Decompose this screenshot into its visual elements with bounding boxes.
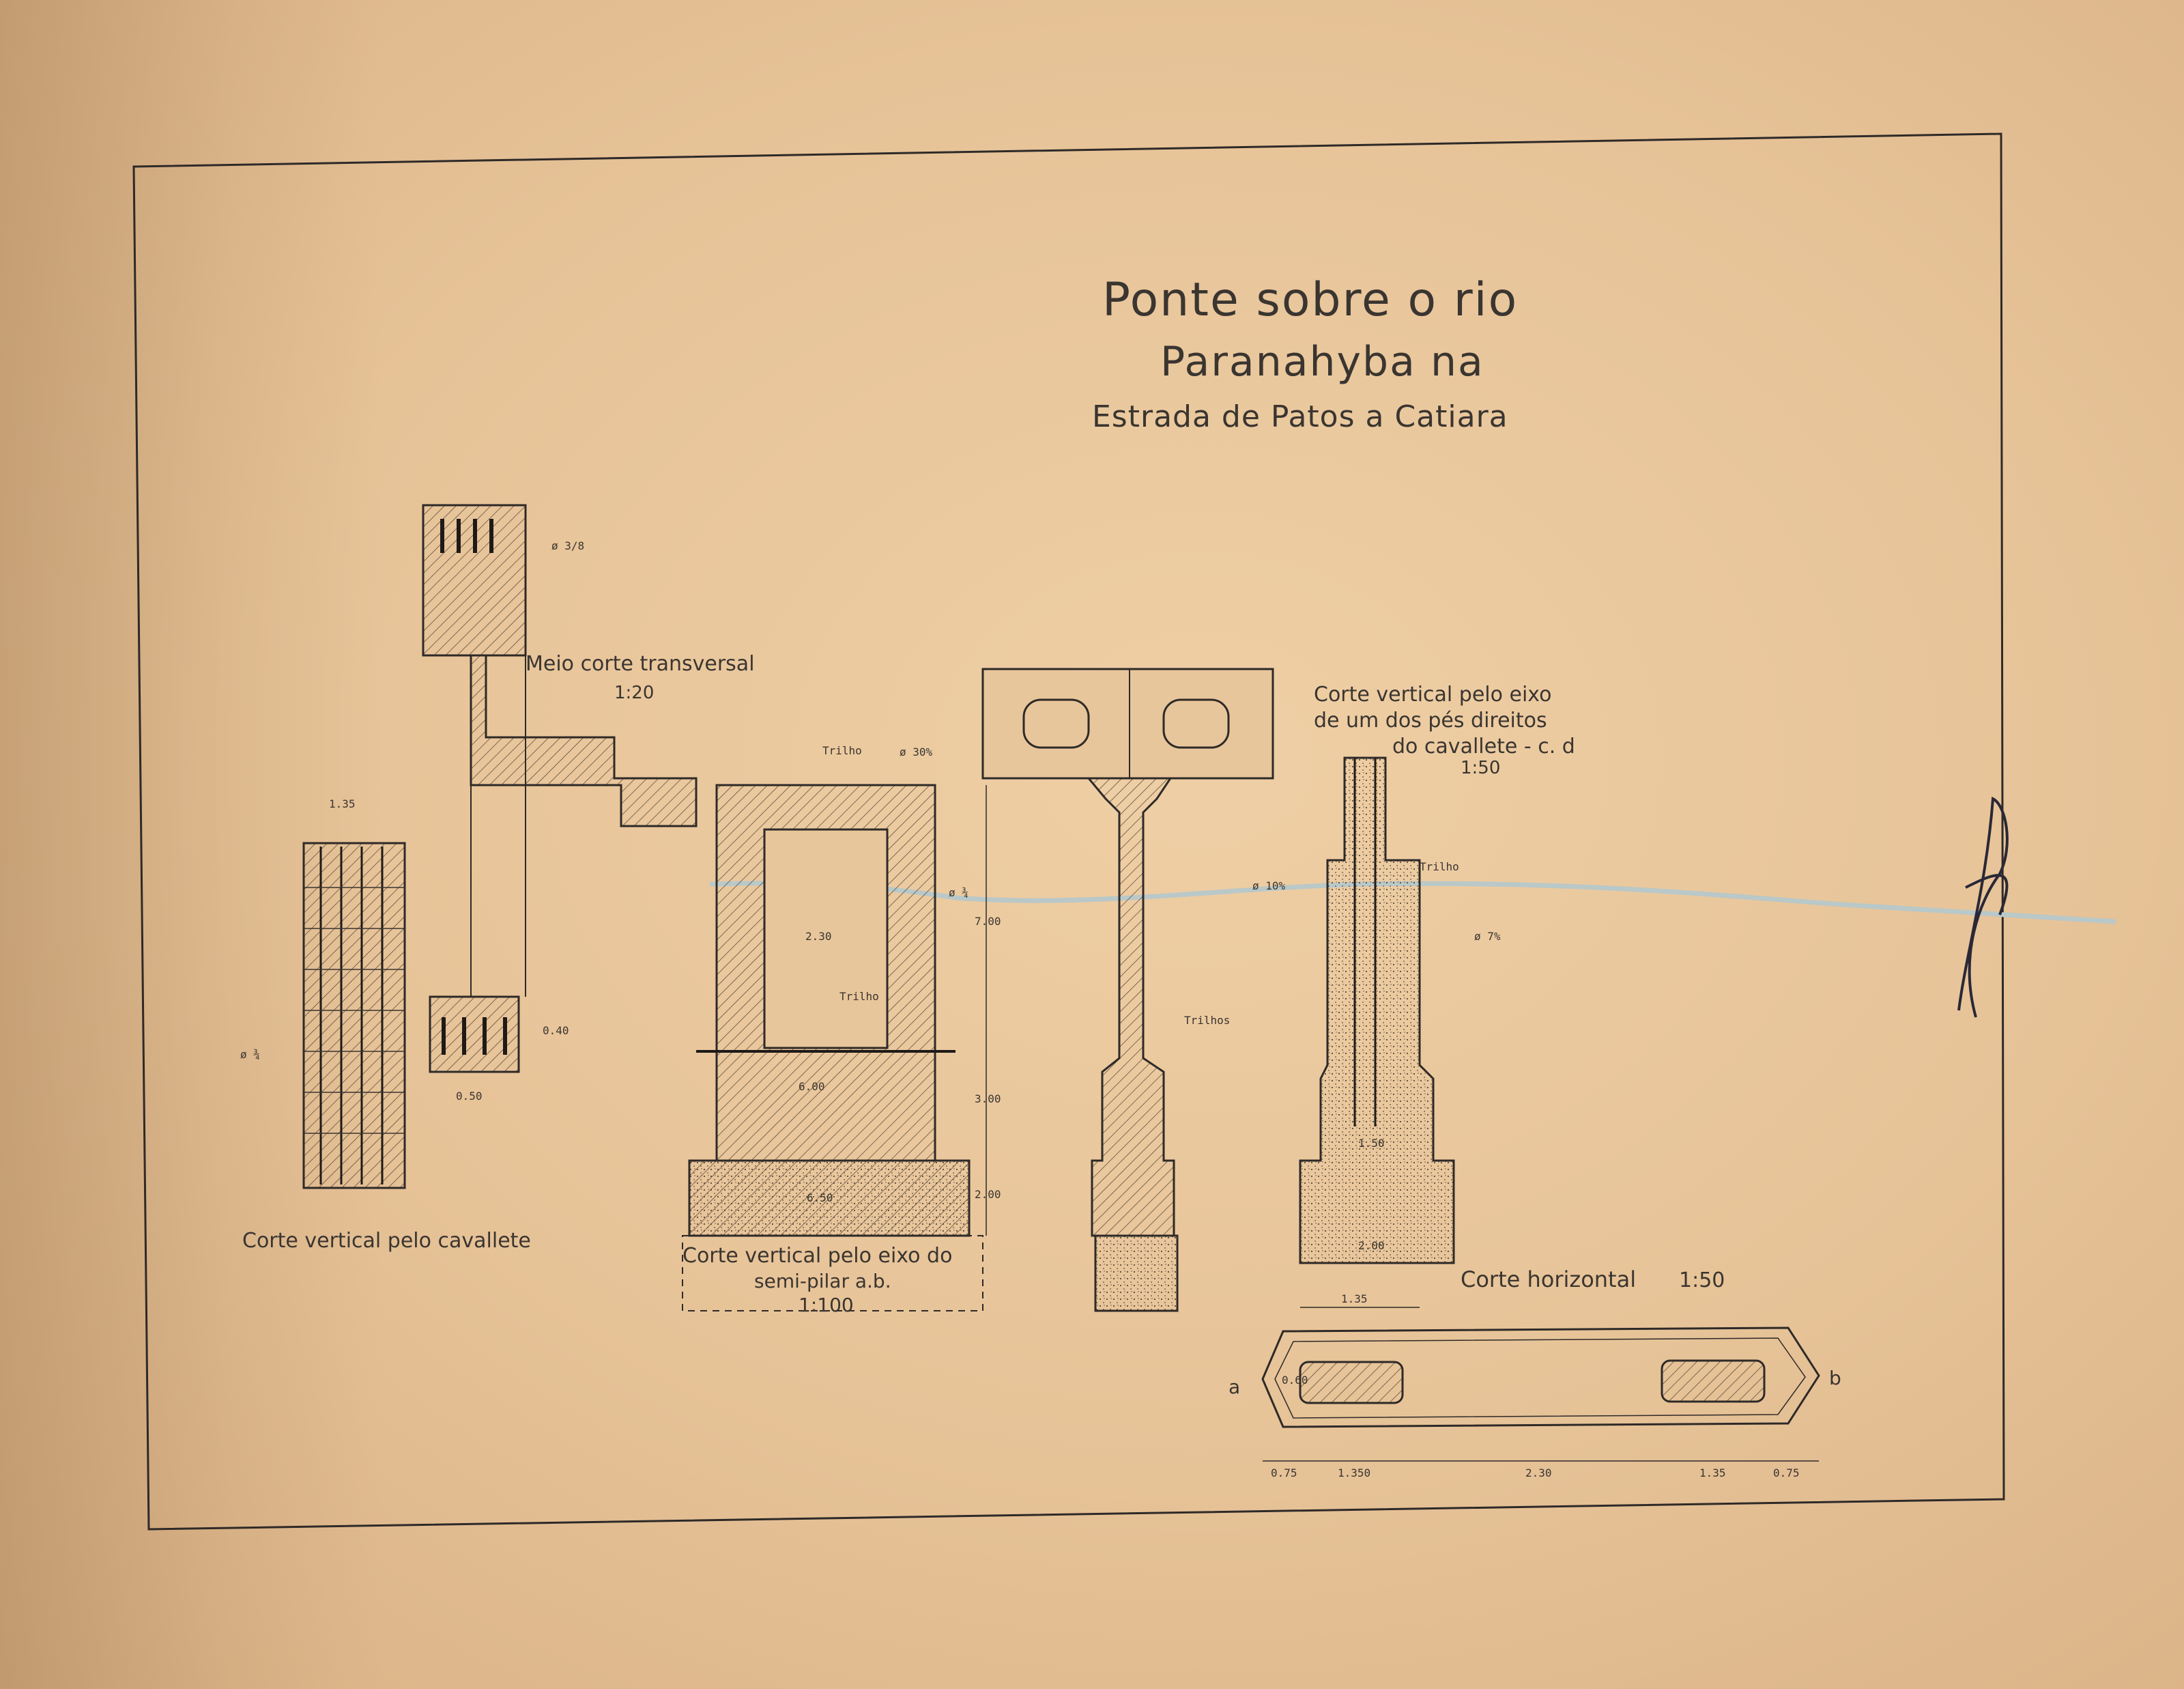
pes-direitos-label: Corte vertical pelo eixo (1314, 683, 1552, 707)
rebar-phi-7: ø 7% (1474, 930, 1501, 943)
dim-horiz-top-135: 1.35 (1341, 1292, 1368, 1305)
corte-horizontal-drawing (1261, 1307, 1820, 1462)
dim-pes-width-200: 2.00 (1358, 1239, 1385, 1252)
title-line-2: Paranahyba na (1160, 338, 1484, 386)
meio-corte-label: Meio corte transversal (526, 652, 755, 676)
pes-direitos-label-3: do cavallete - c. d (1392, 735, 1575, 758)
point-b: b (1829, 1367, 1841, 1389)
dim-semi-foot-width: 6.50 (807, 1191, 833, 1204)
dim-semi-height-700: 7.00 (975, 915, 1001, 928)
border-frame (132, 132, 2005, 1531)
dim-horiz-060: 0.60 (1282, 1374, 1308, 1387)
corte-horizontal-scale: 1:50 (1679, 1268, 1725, 1292)
dim-horiz-1350: 1.350 (1338, 1466, 1371, 1479)
signature (1957, 796, 2009, 1018)
rebar-trilho-mid: Trilho (839, 990, 879, 1003)
point-a: a (1228, 1376, 1241, 1398)
meio-corte-drawing (422, 504, 698, 1073)
semi-pilar-scale: 1:100 (799, 1294, 854, 1316)
dim-meio-height: 0.40 (543, 1024, 569, 1037)
dim-semi-height-200: 2.00 (975, 1188, 1001, 1201)
rebar-trilho-top: Trilho (822, 744, 862, 757)
title-line-1: Ponte sobre o rio (1102, 273, 1519, 327)
dim-semi-height-300: 3.00 (975, 1092, 1001, 1105)
pes-direitos-scale: 1:50 (1461, 758, 1501, 778)
dim-horiz-135-b: 1.35 (1699, 1466, 1726, 1479)
dim-pes-width-150: 1.50 (1358, 1137, 1385, 1150)
dim-horiz-075-a: 0.75 (1271, 1466, 1297, 1479)
rebar-phi-10: ø 10% (1252, 879, 1286, 892)
semi-pilar-label-2: semi-pilar a.b. (754, 1270, 891, 1292)
semi-pilar-label: Corte vertical pelo eixo do (682, 1244, 953, 1268)
dim-cavallete-width: 1.35 (329, 797, 356, 810)
dim-semi-inner-width: 2.30 (805, 930, 832, 943)
meio-corte-scale: 1:20 (614, 683, 655, 703)
dim-meio-width: 0.50 (456, 1090, 483, 1103)
pes-direitos-drawing (1299, 756, 1455, 1264)
dim-horiz-230: 2.30 (1525, 1466, 1552, 1479)
semi-pilar-drawing (682, 784, 987, 1311)
corte-horizontal-label: Corte horizontal (1461, 1266, 1637, 1292)
cavallete-label: Corte vertical pelo cavallete (242, 1229, 531, 1253)
title-line-3: Estrada de Patos a Catiara (1092, 399, 1508, 434)
dim-semi-base-width: 6.00 (799, 1080, 825, 1093)
rebar-trilhos: Trilhos (1184, 1014, 1231, 1027)
corte-cd-drawing (981, 668, 1274, 1312)
cavallete-drawing (302, 842, 406, 1189)
pes-direitos-label-2: de um dos pés direitos (1314, 709, 1547, 733)
rebar-phi-3-8: ø 3/8 (551, 539, 585, 552)
rebar-phi-30: ø 30% (900, 746, 933, 758)
rebar-phi-uve-a: ø ¾ (240, 1048, 260, 1061)
rebar-trilho-pes: Trilho (1420, 860, 1459, 873)
rebar-phi-uve-b: ø ¾ (949, 886, 968, 899)
dim-horiz-075-b: 0.75 (1773, 1466, 1800, 1479)
